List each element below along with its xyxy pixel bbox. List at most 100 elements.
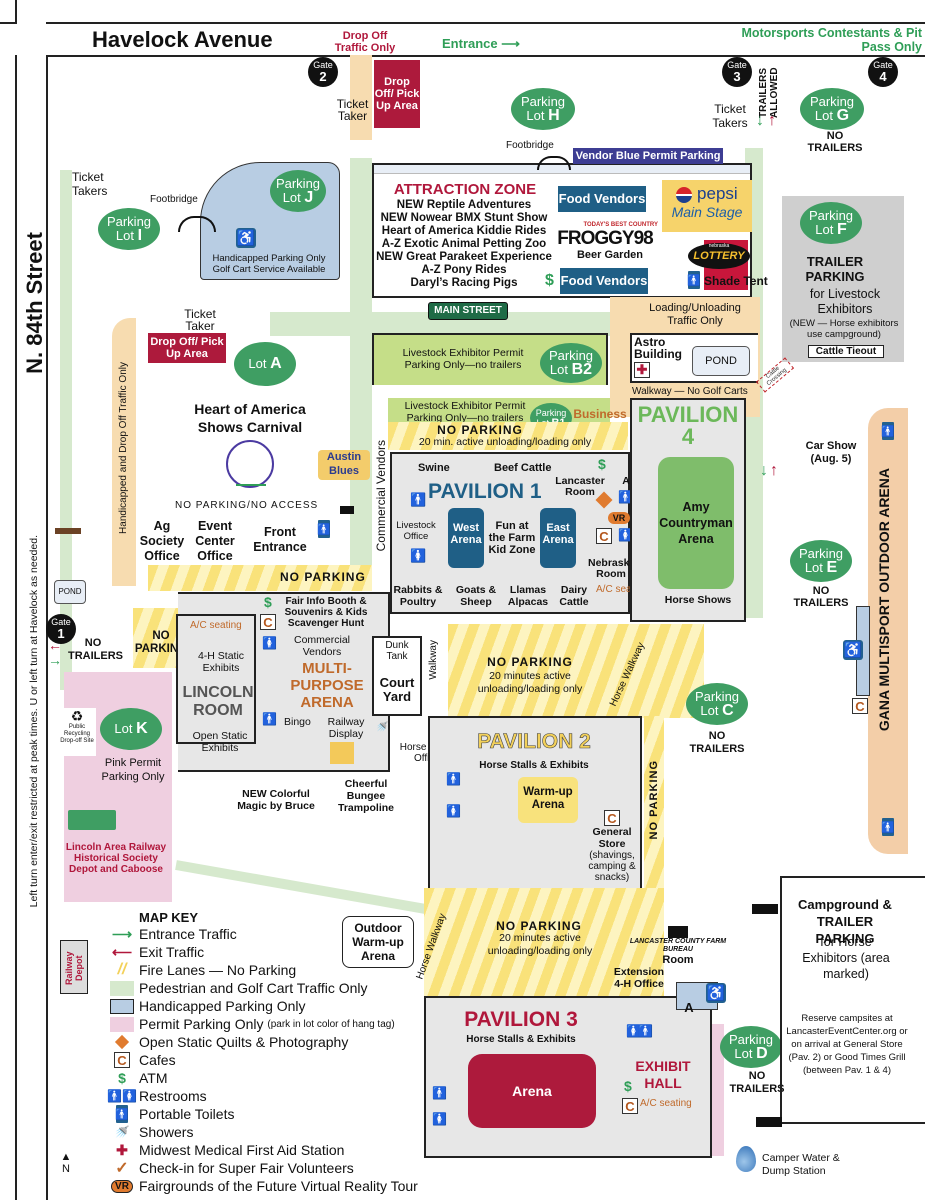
pavilion-3-title: PAVILION 3 <box>464 1008 578 1031</box>
kid-zone-label: Fun at the Farm Kid Zone <box>488 520 536 556</box>
trampoline-area <box>330 742 354 764</box>
bingo-label: Bingo <box>284 716 311 728</box>
livestock-office-label: Livestock Office <box>396 520 436 542</box>
no-parking-east-strip <box>644 716 664 896</box>
restroom-men-icon: 🚹 <box>410 492 427 507</box>
attraction-item: Heart of America Kiddie Rides <box>381 225 547 237</box>
key-item: 🚹Portable Toilets <box>105 1105 418 1123</box>
recycling-label: Public Recycling Drop-off Site <box>60 724 94 744</box>
motorsports-label: Motorsports Contestants & Pit Pass Only <box>741 26 922 54</box>
food-vendors-top[interactable]: Food Vendors <box>558 186 646 212</box>
railway-display: Railway Display <box>327 716 365 740</box>
restroom-icon: 🚹🚺 <box>107 1089 137 1103</box>
amy-countryman-arena[interactable]: Amy Countryman Arena <box>658 457 734 589</box>
froggy-tagline: TODAY'S BEST COUNTRY <box>583 222 658 228</box>
restroom-women-icon: 🚺 <box>618 528 633 542</box>
general-store: General Store <box>592 826 632 850</box>
farm-bureau-logo: LANCASTER COUNTY FARM BUREAU Room <box>628 926 728 966</box>
open-static-exhibits: Open Static Exhibits <box>192 730 248 754</box>
nebraska-room: Nebraska Room <box>588 557 636 580</box>
vendor-blue-permit[interactable]: Vendor Blue Permit Parking <box>573 148 723 164</box>
lot-b2-text: Livestock Exhibitor Permit Parking Only—… <box>402 347 524 371</box>
cafe-icon: C <box>852 698 868 714</box>
havelock-avenue-label: Havelock Avenue <box>92 27 273 52</box>
froggy98-logo: TODAY'S BEST COUNTRY FROGGY98 <box>552 222 658 250</box>
east-exit-arrow-icon: ↑ <box>770 462 778 479</box>
pav2-warmup-arena[interactable]: Warm-up Arena <box>518 777 578 823</box>
outdoor-warmup-arena[interactable]: Outdoor Warm-up Arena <box>342 916 414 968</box>
parking-lot-k[interactable]: Lot K <box>100 708 162 750</box>
first-aid-icon: ✚ <box>634 362 650 378</box>
cafe-icon: C <box>260 614 276 630</box>
lot-a-dropoff-area[interactable]: Drop Off/ Pick Up Area <box>148 333 226 363</box>
west-ticket-takers: Ticket Takers <box>72 170 108 198</box>
pavilion-1[interactable] <box>390 452 630 614</box>
no-parking-pav1-north <box>388 422 628 450</box>
food-vendors-bottom[interactable]: Food Vendors <box>560 268 648 294</box>
footbridge-west: Footbridge <box>150 194 198 205</box>
restroom-women-icon: 🚺 <box>262 636 277 650</box>
atm-icon: $ <box>118 1070 126 1086</box>
lot-k-note: Pink Permit Parking Only <box>101 757 165 783</box>
cafe-icon: C <box>596 528 612 544</box>
nebraska-lottery-logo: nebraska LOTTERY <box>688 243 750 269</box>
key-item: ✚Midwest Medical First Aid Station <box>105 1141 418 1159</box>
magic-by-bruce: NEW Colorful Magic by Bruce <box>237 788 315 812</box>
lot-c-no-trailers: NO TRAILERS <box>689 730 745 755</box>
lincoln-room[interactable] <box>176 614 256 744</box>
entrance-text: Entrance <box>442 36 498 51</box>
restroom-women-icon: 🚺 <box>626 1024 641 1038</box>
handicapped-icon: ♿ <box>236 228 256 248</box>
lot-b1-text: Livestock Exhibitor Permit Parking Only—… <box>404 400 526 424</box>
pavilion-2-subtitle: Horse Stalls & Exhibits <box>479 760 589 771</box>
key-item: Open Static Quilts & Photography <box>105 1033 418 1051</box>
84th-street-note: Left turn enter/exit restricted at peak … <box>28 535 40 908</box>
atm-icon: $ <box>624 1078 632 1094</box>
attraction-item: A-Z Pony Rides <box>421 264 507 276</box>
handicapped-icon: ♿ <box>843 640 863 660</box>
rabbits-poultry: Rabbits & Poultry <box>393 584 443 608</box>
cafe-icon: C <box>622 1098 638 1114</box>
exhibit-hall[interactable] <box>618 996 712 1158</box>
general-store-note: (shavings, camping & snacks) <box>588 850 636 883</box>
restroom-men-icon: 🚹 <box>432 1086 447 1100</box>
west-arena[interactable]: West Arena <box>448 508 484 568</box>
no-parking-pav3-north-label: NO PARKING <box>496 919 582 933</box>
pav3-arena[interactable]: Arena <box>468 1054 596 1128</box>
shower-icon: 🚿 <box>376 722 389 733</box>
east-arena[interactable]: East Arena <box>540 508 576 568</box>
pepsi-main-stage[interactable]: pepsi Main Stage <box>662 180 752 232</box>
pavilion-2-title: PAVILION 2 <box>477 730 591 754</box>
horse-show-office: Horse Show Office <box>399 742 455 764</box>
key-item: Pedestrian and Golf Cart Traffic Only <box>105 979 418 997</box>
lincoln-room-label: LINCOLN ROOM <box>182 684 254 719</box>
gate2-ticket-taker: Ticket Taker <box>336 97 369 123</box>
lot-d-no-trailers: NO TRAILERS <box>729 1070 785 1095</box>
walkway-no-golf-carts: Walkway — No Golf Carts <box>632 386 748 397</box>
lot-b1-area[interactable] <box>388 398 610 422</box>
gana-arena[interactable] <box>868 408 908 854</box>
permit-swatch-icon <box>105 1016 139 1032</box>
parking-lot-a[interactable]: Lot A <box>234 342 296 386</box>
handicapped-dropoff-road-label: Handicapped and Drop Off Traffic Only <box>118 362 129 534</box>
cattle-tieout-label: Cattle Tieout <box>808 345 884 358</box>
attraction-item: NEW Reptile Adventures <box>396 199 532 211</box>
fire-lane-icon: // <box>117 961 127 978</box>
no-parking-front <box>148 565 372 591</box>
atm-icon: $ <box>264 594 272 610</box>
gate3-entrance-arrow-icon: ↓ <box>756 112 764 129</box>
key-item: 🚹🚺Restrooms <box>105 1087 418 1105</box>
ferris-wheel-icon <box>226 440 274 488</box>
